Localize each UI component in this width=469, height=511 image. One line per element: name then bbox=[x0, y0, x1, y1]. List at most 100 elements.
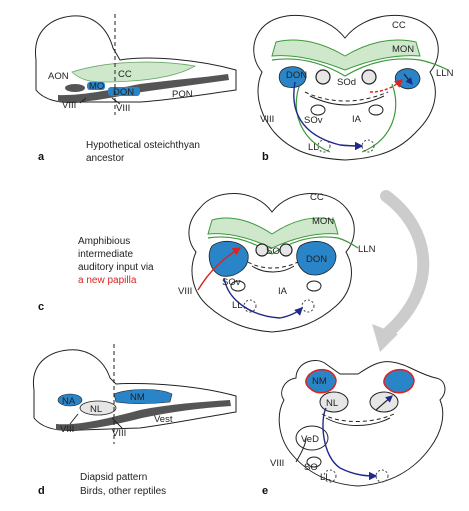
grey-arrow-head bbox=[372, 324, 398, 352]
label-vest-d: Vest bbox=[154, 414, 173, 425]
label-don-a: DON bbox=[113, 87, 134, 98]
caption-d-line1: Diapsid pattern bbox=[80, 472, 147, 483]
nm-nucleus-d bbox=[113, 389, 173, 404]
label-ved-e: VeD bbox=[301, 434, 319, 445]
navy-pathway-b bbox=[293, 81, 364, 151]
dashed-arc-c bbox=[247, 261, 299, 269]
panel-letter-b: b bbox=[262, 151, 269, 163]
caption-c-line1: Amphibious bbox=[78, 236, 130, 247]
dashed-arc-e bbox=[321, 413, 395, 422]
caption-c-line2: intermediate bbox=[78, 249, 133, 260]
label-lln-b: LLN bbox=[436, 68, 454, 79]
green-tract-b4 bbox=[419, 59, 449, 71]
ll-left-b bbox=[317, 139, 331, 153]
label-so-c: SO bbox=[266, 246, 280, 257]
label-mon-c: MON bbox=[312, 216, 334, 227]
viii-line-a1 bbox=[79, 97, 87, 104]
label-sov-c: SOv bbox=[222, 277, 241, 288]
panel-d: NA NM NL Vest VIII VIII d Diapsid patter… bbox=[32, 344, 237, 497]
label-don-b: DON bbox=[286, 70, 307, 81]
label-aon-a: AON bbox=[48, 71, 69, 82]
label-nl-e: NL bbox=[326, 398, 338, 409]
green-tract-b2 bbox=[295, 83, 331, 153]
label-ll-e: LL bbox=[320, 472, 331, 483]
green-tract-c2 bbox=[337, 237, 359, 249]
green-tract-b1 bbox=[271, 58, 421, 77]
panel-b: CC MON LLN DON SOd SOv IA LL VIII b bbox=[253, 14, 454, 163]
mo-nucleus-a bbox=[87, 82, 105, 90]
red-dashed-arrow-b bbox=[369, 79, 404, 93]
caption-a-line1: Hypothetical osteichthyan bbox=[86, 140, 200, 151]
sov-right-b bbox=[368, 104, 384, 116]
label-viii-a2: VIII bbox=[116, 103, 130, 114]
ll-left-e bbox=[323, 469, 337, 483]
viii-line-a2 bbox=[111, 97, 121, 105]
dark-band-d bbox=[56, 400, 231, 431]
navy-pathway-c bbox=[223, 277, 303, 319]
brain-outline-d bbox=[32, 349, 237, 431]
don-left-b bbox=[278, 66, 307, 88]
panel-letter-e: e bbox=[262, 485, 268, 497]
so-nucleus-e bbox=[306, 456, 322, 468]
green-tract-b3 bbox=[361, 83, 397, 153]
brain-outline-a bbox=[35, 15, 237, 103]
label-ll-c: LL bbox=[232, 300, 243, 311]
na-nucleus-d bbox=[57, 393, 83, 407]
label-nl-d: NL bbox=[90, 404, 102, 415]
panel-e: NM NL VeD SO LL VIII e bbox=[262, 360, 446, 497]
panel-letter-a: a bbox=[38, 151, 45, 163]
label-mon-b: MON bbox=[392, 44, 414, 55]
sov-right-c bbox=[306, 280, 322, 292]
black-arrow-b bbox=[403, 73, 413, 85]
don-right-c bbox=[296, 241, 337, 276]
label-sov-b: SOv bbox=[304, 115, 323, 126]
viii-nerve-e bbox=[295, 437, 307, 463]
dark-band-a bbox=[58, 74, 229, 103]
ll-right-c bbox=[301, 299, 315, 313]
caption-a-line2: ancestor bbox=[86, 153, 125, 164]
solid-arc-e bbox=[325, 417, 391, 426]
label-viii-c: VIII bbox=[178, 286, 192, 297]
solid-arc-b bbox=[309, 95, 385, 106]
cross-arrow-e bbox=[375, 395, 393, 411]
nl-nucleus-d bbox=[79, 400, 117, 416]
aon-nucleus-a bbox=[65, 84, 85, 92]
cc-band-b bbox=[271, 39, 421, 71]
green-tract-c1 bbox=[207, 236, 339, 255]
label-nm-d: NM bbox=[130, 392, 145, 403]
panel-a: CC AON MO DON PON VIII VIII a Hypothetic… bbox=[35, 14, 237, 164]
section-outline-e bbox=[278, 360, 446, 487]
so-right-c bbox=[279, 243, 293, 257]
section-outline-b bbox=[253, 14, 439, 161]
label-viii-b: VIII bbox=[260, 114, 274, 125]
label-don-c: DON bbox=[306, 254, 327, 265]
nm-left-e bbox=[305, 368, 337, 394]
label-ia-c: IA bbox=[278, 286, 288, 297]
label-viii-e: VIII bbox=[270, 458, 284, 469]
sov-left-b bbox=[310, 104, 326, 116]
panel-letter-c: c bbox=[38, 301, 44, 313]
label-lln-c: LLN bbox=[358, 244, 376, 255]
ll-left-c bbox=[243, 299, 257, 313]
viii-line-d2 bbox=[111, 417, 123, 429]
panel-c: CC MON LLN SO DON SOv IA LL VIII c Amphi… bbox=[38, 192, 376, 333]
nm-right-e bbox=[383, 368, 415, 394]
label-sod-b: SOd bbox=[337, 77, 356, 88]
label-viii-a1: VIII bbox=[62, 100, 76, 111]
navy-pathway-e bbox=[322, 407, 378, 481]
caption-c-line3: auditory input via bbox=[78, 262, 154, 273]
solid-arc-c bbox=[251, 265, 295, 273]
label-nm-e: NM bbox=[312, 376, 327, 387]
label-ll-b: LL bbox=[308, 142, 319, 153]
so-left-c bbox=[255, 243, 269, 257]
label-viii-d1: VIII bbox=[60, 424, 74, 435]
cc-shape-a bbox=[71, 61, 197, 83]
caption-c-red: a new papilla bbox=[78, 275, 137, 286]
ved-nucleus-e bbox=[295, 425, 329, 451]
label-viii-d2: VIII bbox=[112, 428, 126, 439]
section-outline-c bbox=[188, 193, 355, 333]
label-cc-a: CC bbox=[118, 69, 132, 80]
panel-letter-d: d bbox=[38, 485, 45, 497]
cc-band-c bbox=[207, 217, 339, 249]
